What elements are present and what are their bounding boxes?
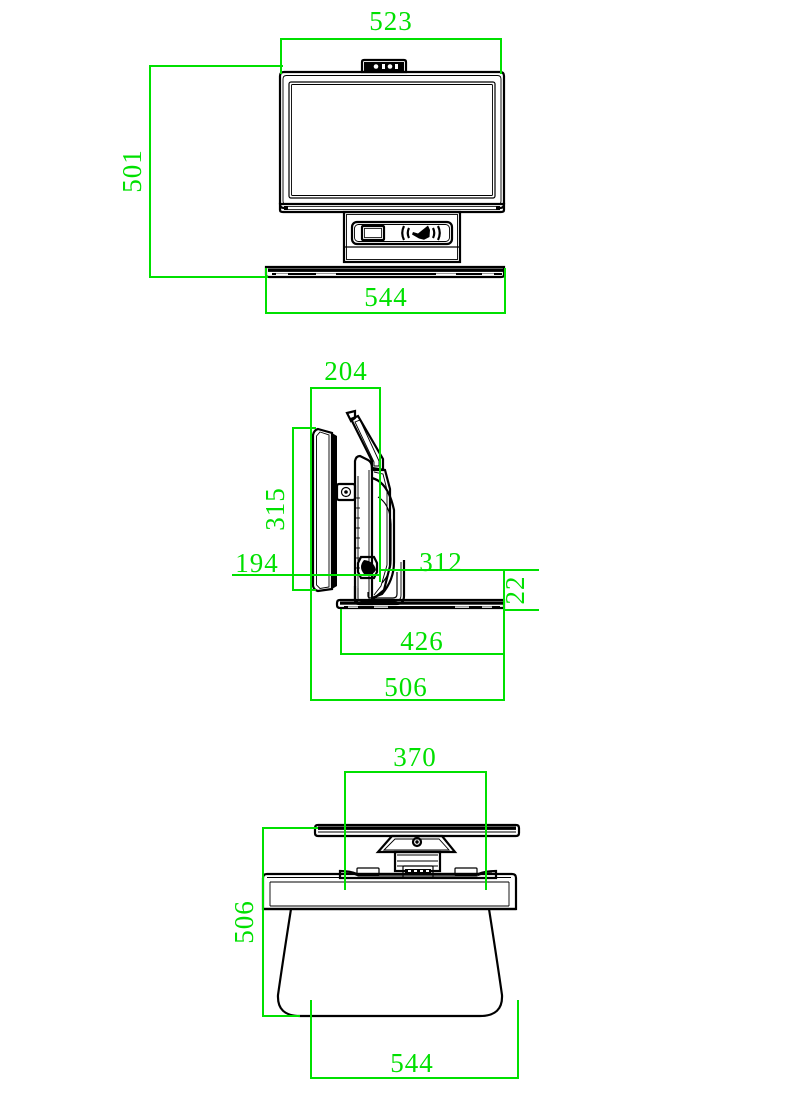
dimension-label-315: 315 xyxy=(260,487,290,531)
base-outline xyxy=(276,908,504,1018)
side-base-plate xyxy=(335,598,506,610)
side-view: 204 315 194 312 22 xyxy=(232,356,539,702)
dimension-label-523: 523 xyxy=(369,6,413,36)
dimension-label-544-top: 544 xyxy=(390,1048,434,1078)
column-ribs xyxy=(355,497,360,569)
screen-panel xyxy=(311,427,337,593)
front-view: 523 501 544 xyxy=(117,6,506,314)
tilt-plate xyxy=(313,823,521,838)
dimension-label-426: 426 xyxy=(400,626,444,656)
camera-module xyxy=(360,58,408,74)
dimension-side-screen-height: 315 xyxy=(260,427,316,591)
dimension-top-plate-width: 370 xyxy=(344,742,487,890)
top-view-geometry xyxy=(261,823,521,1018)
dimension-side-base-rear: 312 xyxy=(379,547,505,612)
display-chin xyxy=(278,202,506,214)
side-view-geometry xyxy=(311,409,506,610)
dimension-front-width-top: 523 xyxy=(280,6,502,74)
dimension-top-base-width: 544 xyxy=(310,1000,519,1079)
dimension-label-501: 501 xyxy=(117,149,147,193)
dimension-label-506-side: 506 xyxy=(384,672,428,702)
dimension-side-base-depth: 426 xyxy=(340,609,505,656)
dimension-label-22: 22 xyxy=(500,576,530,605)
dimension-label-506-top: 506 xyxy=(229,900,259,944)
dimension-side-depth-top: 204 xyxy=(310,356,381,575)
dimension-side-offset: 194 xyxy=(232,548,380,578)
dimension-label-370: 370 xyxy=(393,742,437,772)
top-view: 370 506 544 xyxy=(229,742,521,1079)
dimension-label-312: 312 xyxy=(419,547,463,577)
contactless-icon xyxy=(401,225,441,241)
dimension-side-total-depth: 506 xyxy=(310,575,505,702)
dimension-side-base-thick: 22 xyxy=(500,569,539,611)
dimension-label-544: 544 xyxy=(364,282,408,312)
card-reader-panel xyxy=(342,210,462,264)
display-screen xyxy=(288,81,496,199)
stand-shell xyxy=(371,466,396,601)
dimension-label-204: 204 xyxy=(324,356,368,386)
dimension-top-depth: 506 xyxy=(229,827,318,1017)
dimension-front-height: 501 xyxy=(117,65,283,278)
card-slot-icon xyxy=(360,224,386,242)
dimension-label-194: 194 xyxy=(235,548,279,578)
dimension-front-base-width: 544 xyxy=(265,268,506,314)
